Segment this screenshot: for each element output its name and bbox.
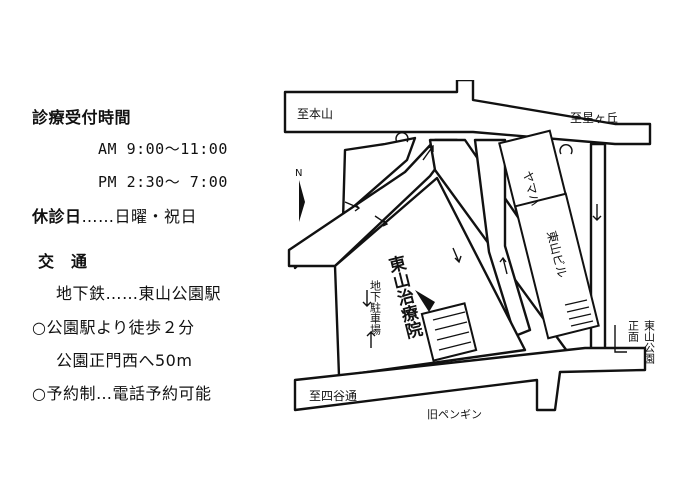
north-arrow-icon xyxy=(299,180,305,222)
u-turn-icon xyxy=(559,144,573,155)
walk-note: ○公園駅より徒歩２分 xyxy=(32,318,195,337)
closed-days-row: 休診日……日曜・祝日 xyxy=(32,203,197,227)
reservation-note: 電話予約可能 xyxy=(112,384,212,403)
park-name-label: 東山公園 xyxy=(643,320,656,365)
clinic-block xyxy=(333,176,527,378)
clinic-building xyxy=(420,302,478,362)
subway-row: 地下鉄……東山公園駅 xyxy=(56,280,221,304)
reservation-label: ○予約制 xyxy=(32,384,96,403)
old-penguin-label: 旧ペンギン xyxy=(427,408,482,421)
road-right-diagonal xyxy=(473,138,532,338)
road-yotsuya-label: 至四谷通 xyxy=(309,389,357,403)
subway-dots: …… xyxy=(105,284,139,303)
pm-hours: PM 2:30〜 7:00 xyxy=(98,173,228,191)
reservation-row: ○予約制…電話予約可能 xyxy=(32,380,211,404)
access-map: ヤマハ 東山ビル 東山治療院 地下駐車場 至本山 至星ヶ丘 至四谷通 旧ペンギン… xyxy=(283,80,656,421)
subway-station: 東山公園駅 xyxy=(138,284,222,303)
road-top xyxy=(283,80,652,146)
gate-note: 公園正門西へ50m xyxy=(56,351,193,370)
access-title: 交 通 xyxy=(38,252,88,271)
closed-days: 日曜・祝日 xyxy=(114,207,198,226)
u-turn-icon xyxy=(395,132,409,143)
reservation-dots: … xyxy=(95,384,113,403)
higashiyama-windows xyxy=(564,299,594,327)
subway-label: 地下鉄 xyxy=(56,284,106,303)
hours-title: 診療受付時間 xyxy=(32,108,132,127)
clinic-pointer-icon xyxy=(415,290,435,312)
clinic-windows xyxy=(432,311,472,351)
am-hours: AM 9:00〜11:00 xyxy=(98,140,228,158)
traffic-arrows xyxy=(344,144,602,348)
closed-dots: …… xyxy=(81,207,115,226)
park-bracket xyxy=(614,325,627,353)
road-motoyama-label: 至本山 xyxy=(297,107,333,121)
parking-label: 地下駐車場 xyxy=(369,280,382,336)
closed-label: 休診日 xyxy=(32,207,82,226)
park-gate-label: 正面 xyxy=(627,320,640,342)
road-hoshigaoka-label: 至星ヶ丘 xyxy=(570,111,618,125)
north-label: N xyxy=(295,168,302,179)
